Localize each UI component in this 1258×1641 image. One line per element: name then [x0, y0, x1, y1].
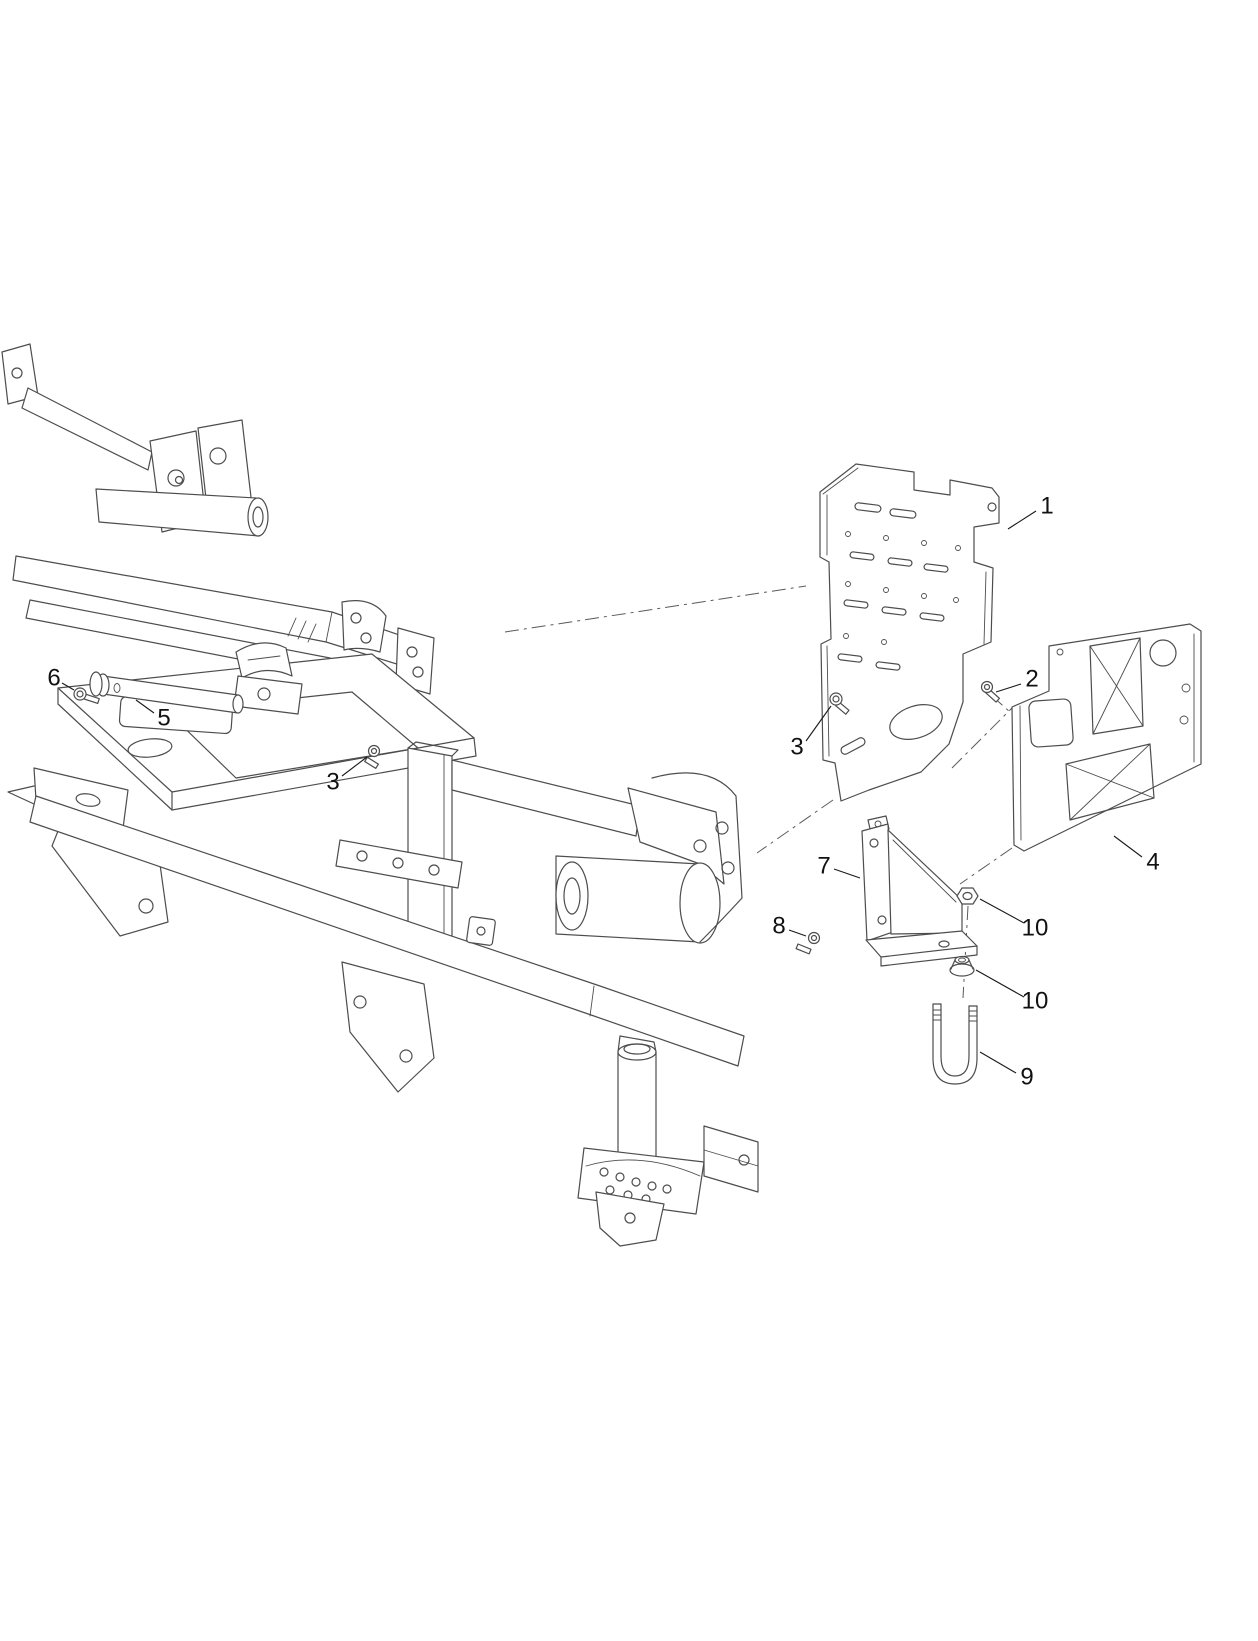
callout-8-label: 8: [772, 912, 785, 939]
callout-6-label: 6: [47, 664, 60, 691]
frame-assembly: [1, 343, 759, 1247]
callout-1: 1: [1007, 492, 1054, 530]
part-10-nut-lower: [949, 955, 975, 977]
callout-6: 6: [47, 664, 75, 691]
part-5-pin: [89, 671, 244, 714]
callout-5-label: 5: [157, 704, 170, 731]
part-7-support-bracket: [861, 815, 978, 967]
callout-10-upper-label: 10: [1022, 914, 1049, 941]
callout-4: 4: [1113, 835, 1160, 875]
callout-4-label: 4: [1146, 848, 1159, 875]
callout-1-label: 1: [1040, 492, 1053, 519]
callout-10-lower-label: 10: [1022, 987, 1049, 1014]
part-9-u-bolt: [932, 1003, 978, 1085]
part-8-bolt: [795, 931, 821, 955]
callout-3-right: 3: [790, 705, 832, 760]
part-3-bolt-frame: [364, 744, 381, 769]
callout-9: 9: [979, 1051, 1034, 1090]
part-3-bolt-right: [829, 692, 850, 715]
part-2-bolt: [980, 680, 1001, 703]
callout-9-label: 9: [1020, 1063, 1033, 1090]
callout-10-lower: 10: [975, 969, 1049, 1014]
part-6-bolt: [73, 687, 100, 704]
part-1-mounting-plate: [819, 463, 1000, 802]
callout-8: 8: [772, 912, 807, 939]
callout-3-frame-label: 3: [326, 768, 339, 795]
callout-10-upper: 10: [979, 898, 1049, 941]
callout-2-label: 2: [1025, 665, 1038, 692]
callouts: 1 2 3 3 4 5 6 7: [47, 492, 1159, 1090]
callout-3-right-label: 3: [790, 733, 803, 760]
part-10-nut-upper: [956, 887, 979, 905]
callout-7: 7: [817, 852, 861, 879]
part-4-side-plate: [1011, 623, 1202, 852]
callout-3-frame: 3: [326, 756, 368, 795]
callout-2: 2: [995, 665, 1039, 693]
callout-5: 5: [135, 699, 171, 731]
callout-7-label: 7: [817, 852, 830, 879]
